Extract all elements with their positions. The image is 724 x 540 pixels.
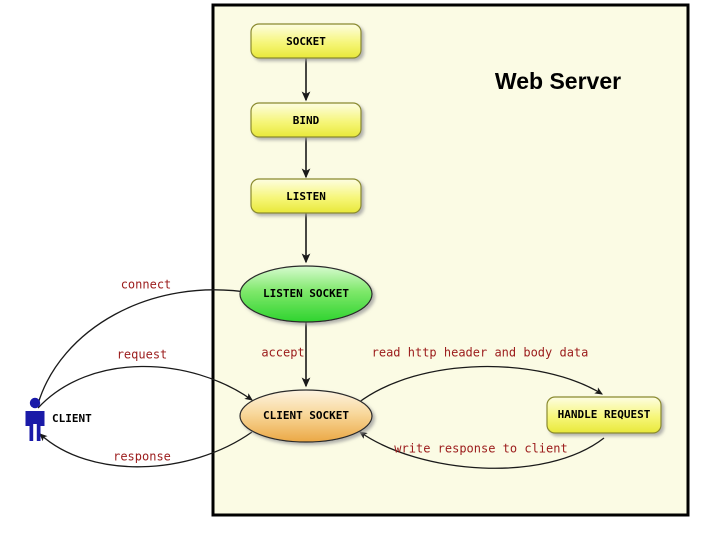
edge-label-response: response xyxy=(113,450,171,464)
edge-label-request: request xyxy=(117,348,168,362)
client-actor[interactable]: CLIENT xyxy=(25,397,93,441)
edge-client-response xyxy=(39,431,253,468)
edge-write-response xyxy=(359,431,605,469)
edge-label-write-response: write response to client xyxy=(394,442,567,456)
node-bind[interactable]: BIND xyxy=(250,102,362,138)
node-handle-request-shape xyxy=(546,396,662,434)
node-client-socket[interactable]: CLIENT SOCKET xyxy=(239,389,373,443)
node-listen-socket-shape xyxy=(239,265,373,323)
node-bind-label: BIND xyxy=(293,114,320,127)
person-icon xyxy=(25,397,45,441)
edge-client-request xyxy=(37,365,253,409)
node-socket[interactable]: SOCKET xyxy=(250,23,362,59)
node-handle-request-label: HANDLE REQUEST xyxy=(558,408,651,421)
node-listen-shape xyxy=(250,178,362,214)
node-bind-shape xyxy=(250,102,362,138)
node-handle-request[interactable]: HANDLE REQUEST xyxy=(546,396,662,434)
node-socket-label: SOCKET xyxy=(286,35,326,48)
edge-label-read-http: read http header and body data xyxy=(372,346,589,360)
edge-label-connect: connect xyxy=(121,278,172,292)
node-listen[interactable]: LISTEN xyxy=(250,178,362,214)
node-listen-socket[interactable]: LISTEN SOCKET xyxy=(239,265,373,323)
node-listen-socket-label: LISTEN SOCKET xyxy=(263,287,349,300)
edge-client-connect xyxy=(37,288,254,405)
node-listen-label: LISTEN xyxy=(286,190,326,203)
node-socket-shape xyxy=(250,23,362,59)
edge-read-http xyxy=(357,365,603,404)
node-client-socket-label: CLIENT SOCKET xyxy=(263,409,349,422)
edge-label-accept: accept xyxy=(261,346,304,360)
page-title: Web Server xyxy=(495,68,621,94)
client-actor-label: CLIENT xyxy=(52,412,92,425)
node-client-socket-shape xyxy=(239,389,373,443)
